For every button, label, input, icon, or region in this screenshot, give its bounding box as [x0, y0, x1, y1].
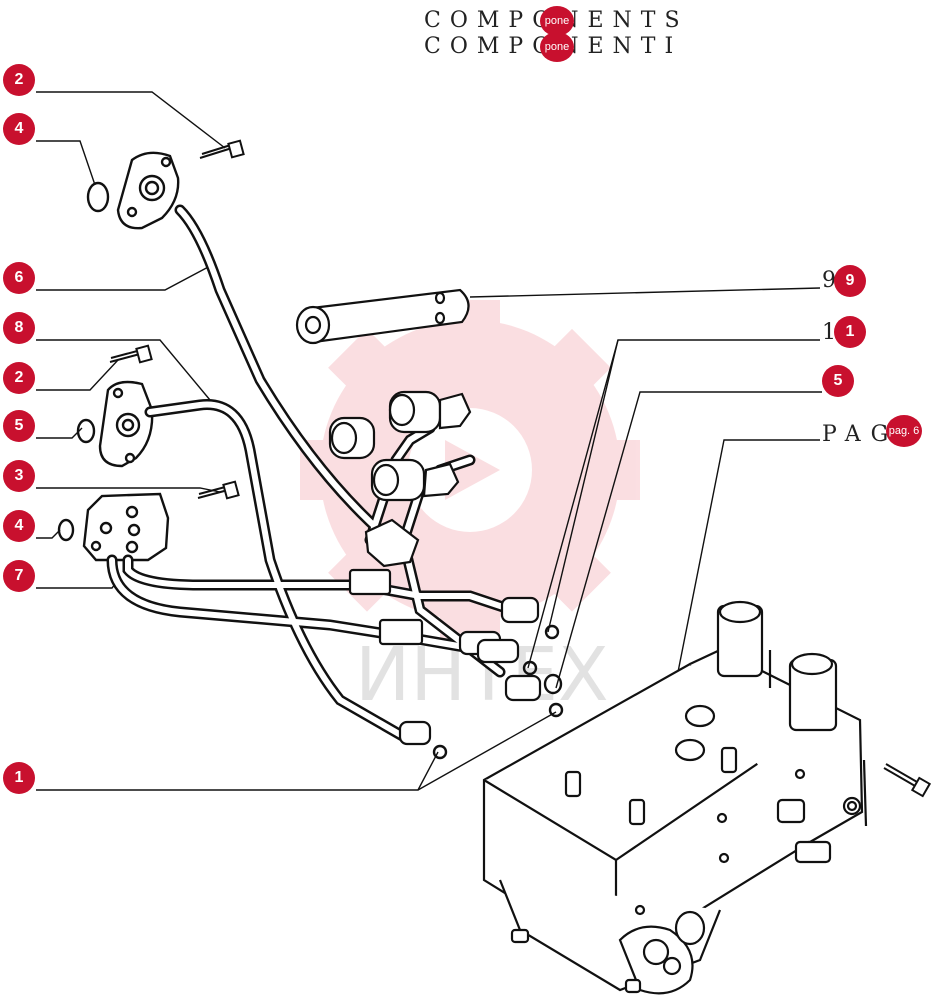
callout-6[interactable]: 6 — [3, 262, 35, 294]
callout-5-right[interactable]: 5 — [822, 365, 854, 397]
callout-7[interactable]: 7 — [3, 560, 35, 592]
callout-1-left[interactable]: 1 — [3, 762, 35, 794]
callout-4-top[interactable]: 4 — [3, 113, 35, 145]
o-rings — [57, 181, 564, 760]
callout-1-right[interactable]: 1 — [834, 316, 866, 348]
page-ref-text: PAG — [822, 422, 899, 447]
header-link-badge-1[interactable]: pone — [540, 6, 574, 36]
label-1-text: 1 — [822, 322, 846, 344]
flanges — [82, 151, 180, 562]
callout-4-bottom[interactable]: 4 — [3, 510, 35, 542]
callout-8[interactable]: 8 — [3, 312, 35, 344]
pin-part — [295, 288, 470, 345]
header-link-badge-2[interactable]: pone — [540, 32, 574, 62]
callout-9[interactable]: 9 — [834, 265, 866, 297]
leader-lines — [36, 91, 849, 806]
callout-2-middle[interactable]: 2 — [3, 362, 35, 394]
label-9-text: 9 — [822, 270, 846, 292]
page-ref-badge[interactable]: pag. 6 — [886, 415, 922, 447]
callout-5-left[interactable]: 5 — [3, 410, 35, 442]
callout-3[interactable]: 3 — [3, 460, 35, 492]
callout-2-top[interactable]: 2 — [3, 64, 35, 96]
pipe-fittings — [328, 390, 542, 746]
screws — [109, 139, 932, 798]
valve-block — [482, 600, 868, 995]
